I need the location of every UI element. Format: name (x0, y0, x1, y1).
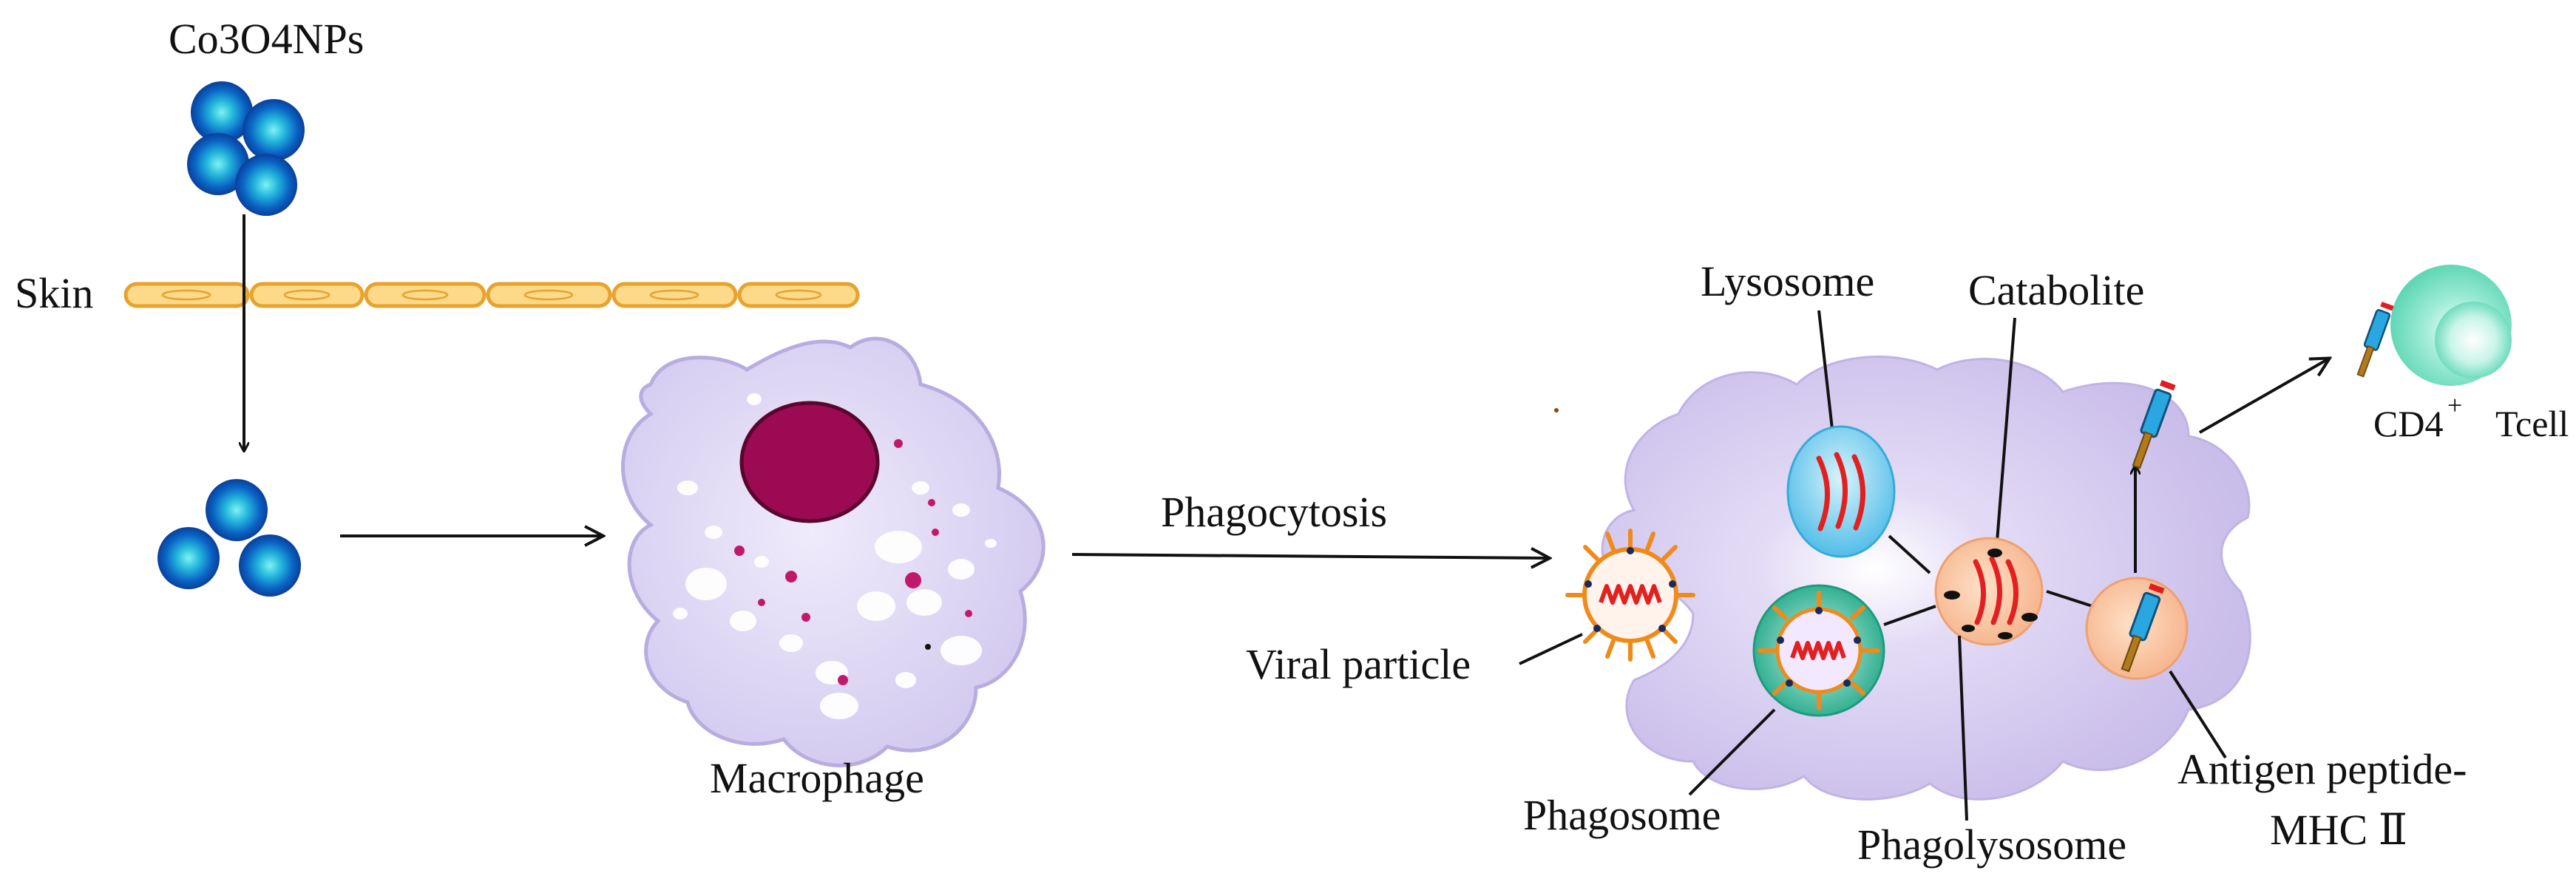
macrophage-vesicles (673, 393, 997, 719)
tcell-label: Tcell (2495, 403, 2569, 444)
phagosome-label: Phagosome (1523, 791, 1721, 839)
skin-label: Skin (15, 269, 93, 317)
cd4-label: CD4 (2373, 403, 2443, 444)
skin-cell-nuclei (161, 289, 822, 301)
antigen-pointer (2169, 670, 2227, 759)
viral-particle-label: Viral particle (1246, 640, 1471, 688)
processing-line (2046, 590, 2093, 608)
presentation-arrow (2199, 359, 2329, 434)
nanoparticle-cluster-bottom (157, 479, 301, 597)
phagolysosome-pointer (1958, 635, 1968, 821)
phagosome-fusion-line (1883, 605, 1936, 626)
activated-macrophage-cell (1601, 356, 2251, 801)
viral-particle (1565, 529, 1695, 662)
nanoparticles-label: Co3O4NPs (169, 15, 364, 63)
antigen-label-line2: MHC Ⅱ (2270, 806, 2407, 854)
macrophage-granules (734, 439, 972, 685)
lysosome-label: Lysosome (1701, 257, 1874, 305)
lysosome-fusion-line (1888, 534, 1931, 574)
cd4-tcell (2356, 265, 2512, 386)
phagosome-pointer (1688, 708, 1776, 796)
phagolysosome (1934, 537, 2044, 646)
lysosome-pointer (1817, 310, 1835, 443)
phagolysosome-label: Phagolysosome (1857, 821, 2126, 869)
viral-particle-pointer (1519, 633, 1583, 665)
phagocytosis-arrow (1071, 554, 1549, 558)
antigen-presenting-vesicle (2085, 577, 2189, 680)
antigen-label-line1: Antigen peptide- (2177, 745, 2467, 793)
macrophage-cell (621, 336, 1045, 767)
macrophage-nucleus (739, 401, 880, 523)
lysosome (1786, 425, 1896, 558)
catabolite-label: Catabolite (1968, 266, 2144, 314)
phagosome (1752, 584, 1885, 717)
catabolite-pointer (1995, 317, 2016, 551)
phagocytosis-label: Phagocytosis (1161, 488, 1387, 536)
cd4-superscript: + (2447, 390, 2462, 420)
nanoparticle-cluster-top (187, 81, 305, 216)
macrophage-label: Macrophage (710, 754, 924, 802)
skin-layer (123, 282, 860, 308)
